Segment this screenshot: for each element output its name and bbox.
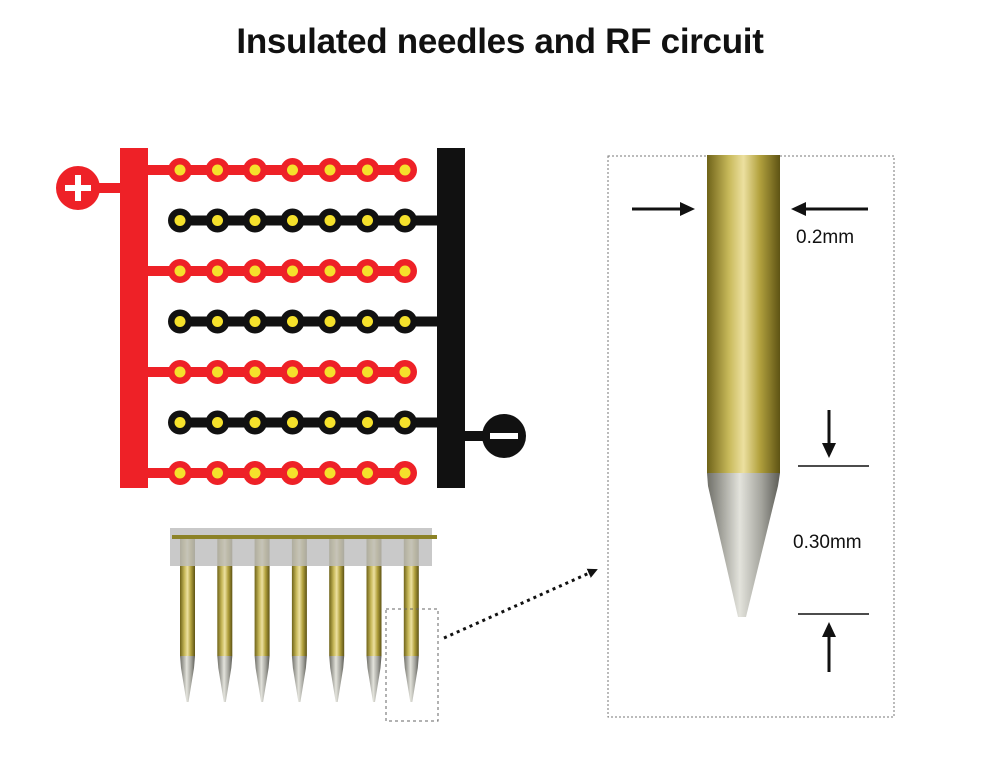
needle-contact-dot bbox=[362, 417, 373, 428]
positive-busbar bbox=[120, 148, 148, 488]
needle-contact-dot bbox=[249, 366, 261, 378]
needle-contact-dot bbox=[287, 164, 298, 176]
needle-contact-dot bbox=[399, 316, 411, 327]
negative-electrode-row bbox=[168, 410, 439, 435]
needle-tip bbox=[329, 656, 345, 702]
electrode-trace bbox=[146, 367, 410, 377]
needle-contact-dot bbox=[324, 265, 336, 277]
needle-contact-dot bbox=[212, 164, 223, 176]
needle-detail-panel: 0.2mm 0.30mm bbox=[607, 155, 895, 718]
electrode-trace bbox=[146, 266, 410, 276]
needle-zoom-box bbox=[385, 608, 439, 722]
tip-arrow-bottom-head bbox=[822, 622, 836, 637]
needle-contact-dot bbox=[362, 316, 373, 327]
needle-contact-dot bbox=[287, 265, 298, 277]
electrode-rows bbox=[146, 158, 439, 485]
needle-contact-dot bbox=[399, 265, 411, 277]
needle-contact-dot bbox=[362, 215, 373, 226]
needle-contact-dot bbox=[249, 316, 261, 327]
diameter-arrow-left-head bbox=[680, 202, 695, 216]
needle-contact-dot bbox=[212, 265, 223, 277]
needle-array bbox=[170, 528, 598, 722]
needle-contact-dot bbox=[212, 467, 223, 479]
needle-tip bbox=[291, 656, 307, 702]
needle-exposed-tip bbox=[707, 473, 780, 617]
negative-electrode-row bbox=[168, 309, 439, 334]
needle-contact-dot bbox=[174, 265, 186, 277]
needle-contact-dot bbox=[249, 164, 261, 176]
negative-lead bbox=[463, 431, 485, 441]
needle-contact-dot bbox=[212, 366, 223, 378]
minus-icon bbox=[490, 433, 518, 439]
needle-contact-dot bbox=[362, 164, 373, 176]
needle-contact-dot bbox=[324, 366, 336, 378]
positive-electrode-row bbox=[146, 259, 417, 283]
needle-contact-dot bbox=[174, 417, 186, 428]
electrode-trace bbox=[172, 316, 439, 327]
needle-contact-dot bbox=[324, 215, 336, 226]
electrode-trace bbox=[172, 215, 439, 226]
needle-substrate bbox=[170, 528, 432, 566]
needle-contact-dot bbox=[174, 467, 186, 479]
positive-terminal bbox=[56, 166, 100, 210]
needle-contact-dot bbox=[399, 215, 411, 226]
needle-contact-dot bbox=[174, 316, 186, 327]
needle-contact-dot bbox=[287, 417, 298, 428]
zoom-pointer-arrow bbox=[443, 568, 598, 640]
needle-tip bbox=[254, 656, 270, 702]
circuit-schematic bbox=[56, 148, 526, 488]
negative-electrode-row bbox=[168, 208, 439, 233]
needle-contact-dot bbox=[399, 164, 411, 176]
needle-contact-dot bbox=[324, 316, 336, 327]
needle-contact-dot bbox=[287, 366, 298, 378]
needle-contact-dot bbox=[287, 467, 298, 479]
diameter-label: 0.2mm bbox=[796, 227, 854, 248]
diameter-arrow-right-head bbox=[791, 202, 806, 216]
needle-contact-dot bbox=[174, 164, 186, 176]
needle-contact-dot bbox=[399, 467, 411, 479]
needle-contact-dot bbox=[324, 417, 336, 428]
tip-length-label: 0.30mm bbox=[793, 532, 862, 553]
needle-contact-dot bbox=[212, 417, 223, 428]
plus-icon-stem bbox=[75, 175, 81, 201]
negative-busbar bbox=[437, 148, 465, 488]
needle-contact-dot bbox=[174, 366, 186, 378]
negative-terminal bbox=[482, 414, 526, 458]
electrode-trace bbox=[172, 417, 439, 428]
needle-contact-dot bbox=[174, 215, 186, 226]
tip-arrow-top-head bbox=[822, 443, 836, 458]
needle-contact-dot bbox=[399, 417, 411, 428]
electrode-trace bbox=[146, 468, 410, 478]
positive-electrode-row bbox=[146, 461, 417, 485]
needle-contact-dot bbox=[287, 316, 298, 327]
needle-contact-dot bbox=[249, 467, 261, 479]
needle-tip bbox=[180, 656, 195, 702]
needle-contact-dot bbox=[212, 316, 223, 327]
needle-top-electrode bbox=[172, 535, 437, 539]
positive-lead bbox=[98, 183, 122, 193]
needle-contact-dot bbox=[362, 265, 373, 277]
needle-contact-dot bbox=[249, 215, 261, 226]
positive-electrode-row bbox=[146, 360, 417, 384]
needle-contact-dot bbox=[362, 366, 373, 378]
electrode-trace bbox=[146, 165, 410, 175]
needle-contact-dot bbox=[362, 467, 373, 479]
needle-insulated-shaft bbox=[707, 155, 780, 473]
needle-tip bbox=[217, 656, 233, 702]
needle-contact-dot bbox=[287, 215, 298, 226]
needle-tip bbox=[366, 656, 382, 702]
page-title: Insulated needles and RF circuit bbox=[236, 22, 764, 61]
needle-contact-dot bbox=[399, 366, 411, 378]
needle-tip bbox=[403, 656, 419, 702]
needle-contact-dot bbox=[249, 265, 261, 277]
needle-contact-dot bbox=[249, 417, 261, 428]
needle-contact-dot bbox=[324, 164, 336, 176]
positive-electrode-row bbox=[146, 158, 417, 182]
needle-contact-dot bbox=[324, 467, 336, 479]
needle-contact-dot bbox=[212, 215, 223, 226]
